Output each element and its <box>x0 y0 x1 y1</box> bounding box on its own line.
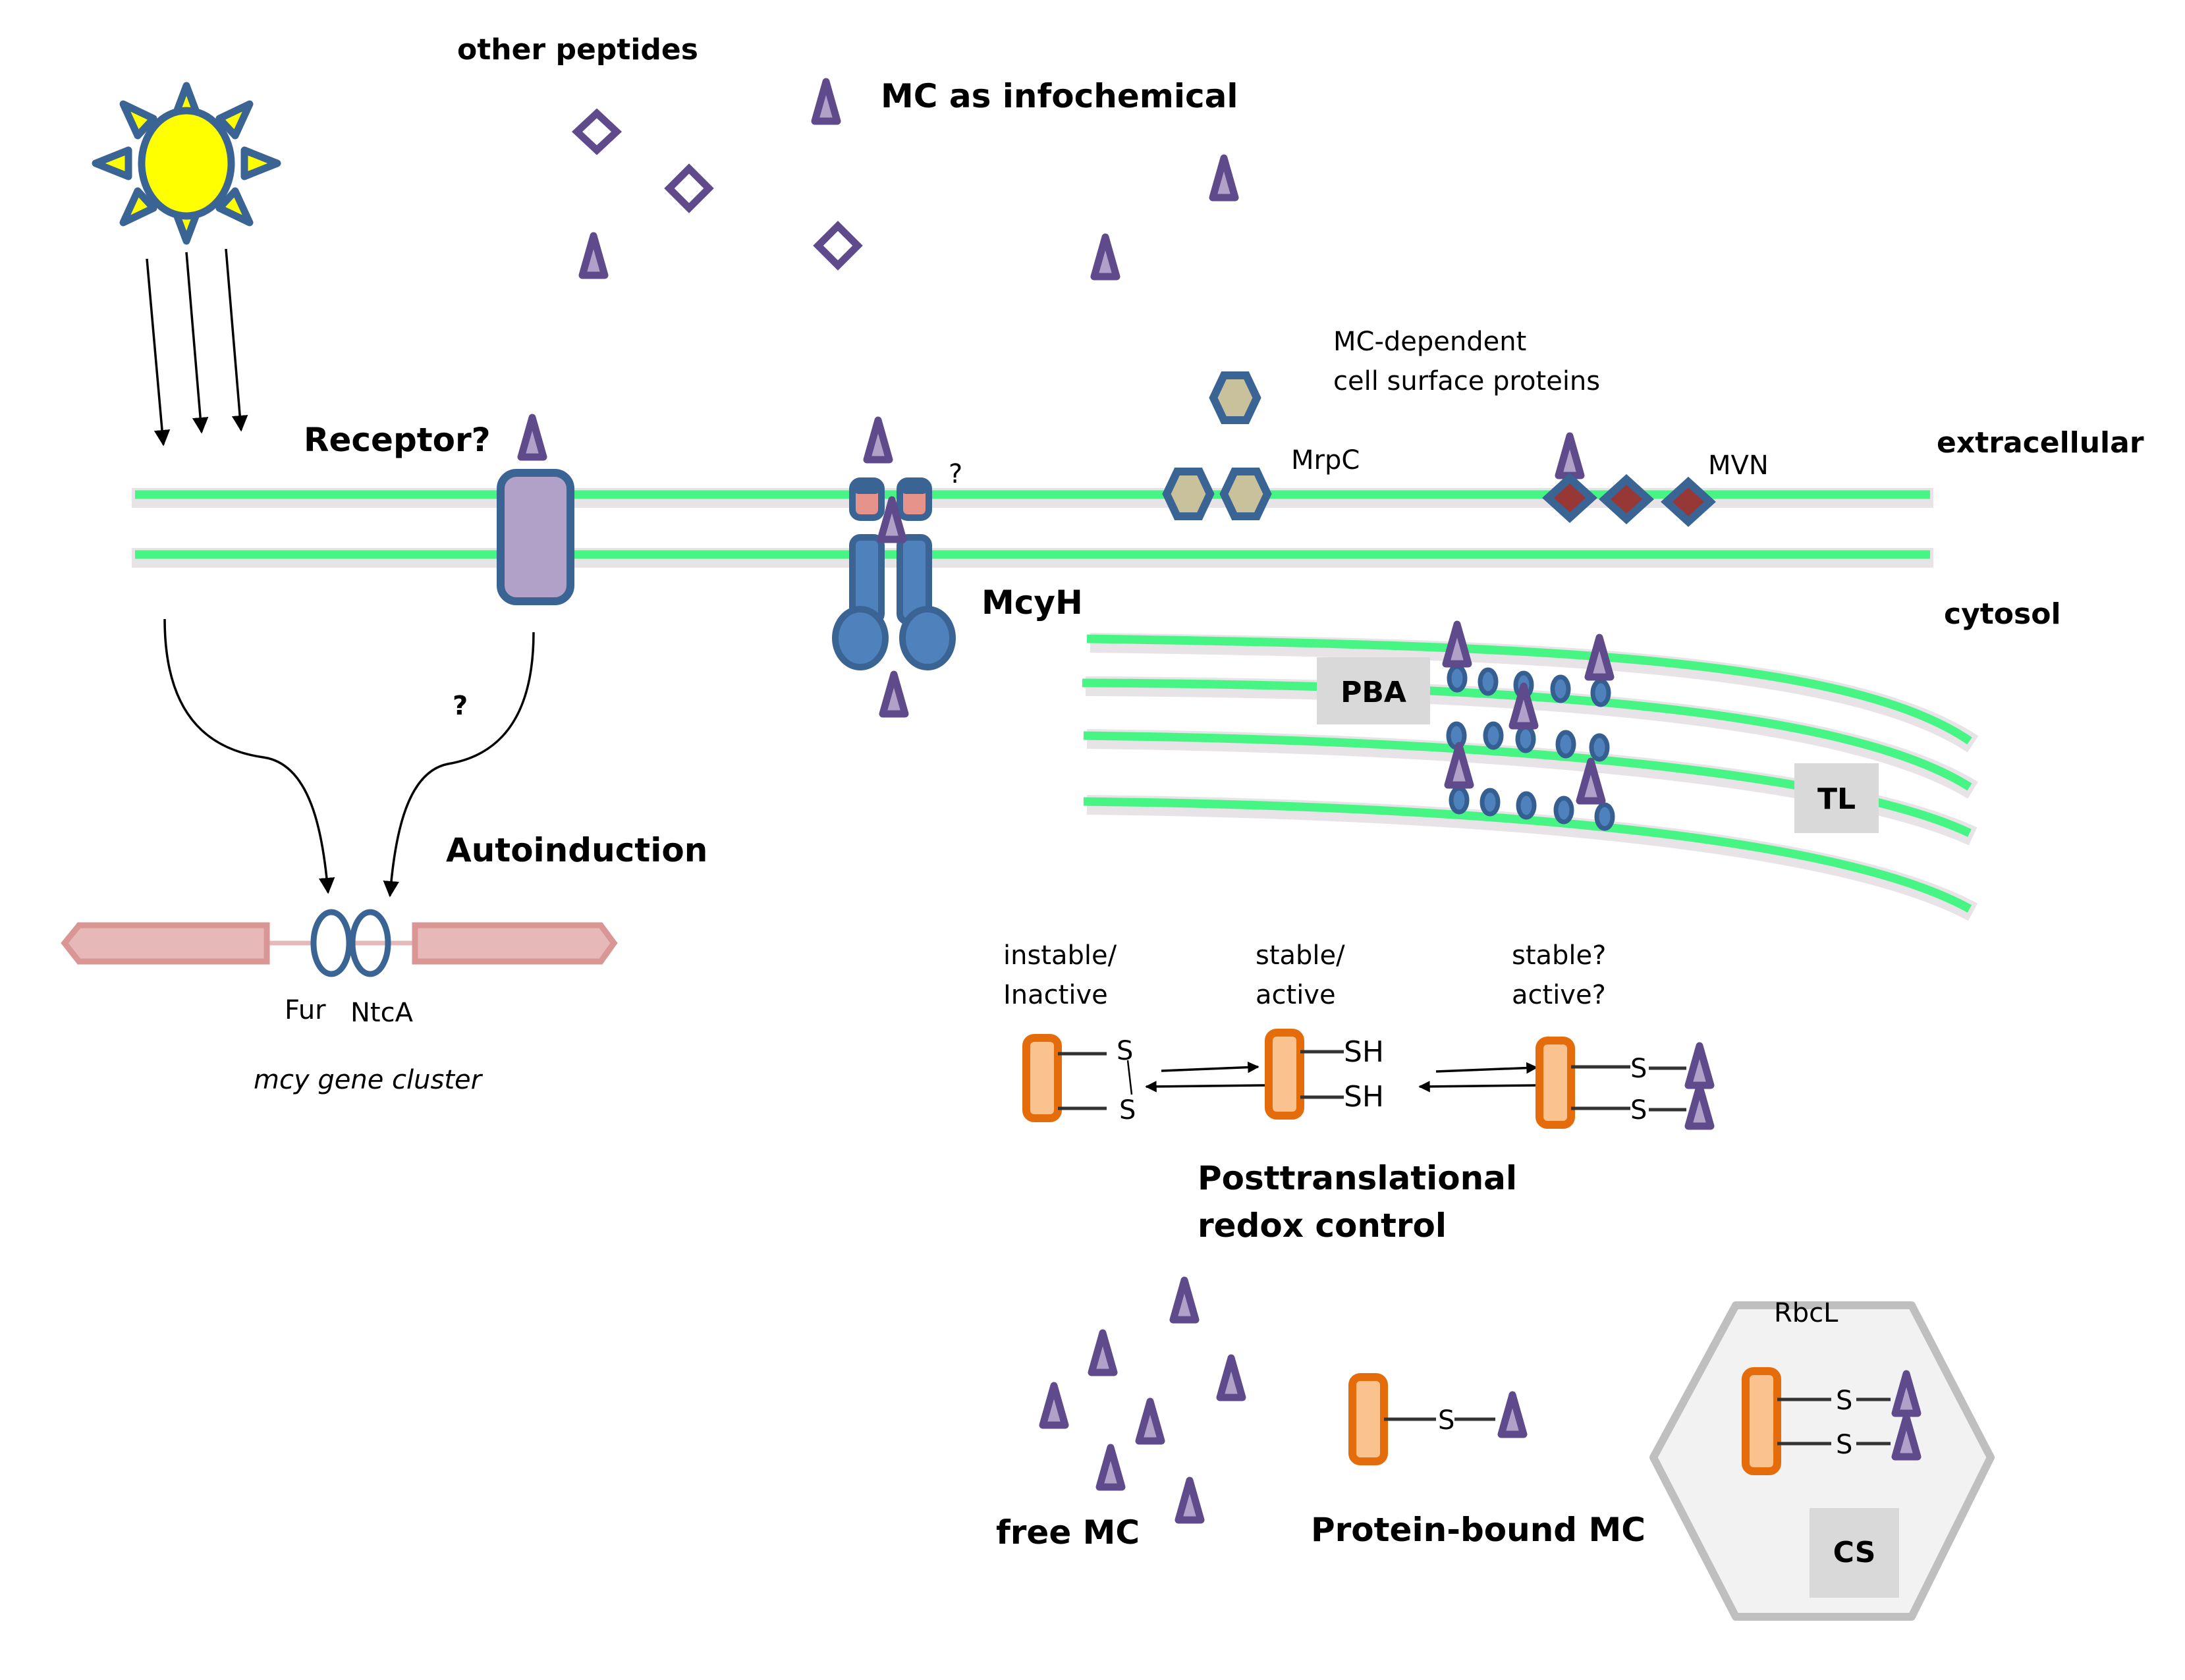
mc-triangle-icon <box>1043 1386 1065 1425</box>
peptide-diamond-icon <box>664 163 714 213</box>
state3-label-line2: active? <box>1512 980 1606 1010</box>
state1-inactive-protein: S S <box>1022 1034 1136 1125</box>
free-mc-label: free MC <box>996 1513 1140 1552</box>
ntca-binding-site <box>349 909 391 977</box>
receptor-protein <box>497 469 574 605</box>
thylakoid-membranes <box>1082 633 1979 921</box>
svg-text:S: S <box>1630 1054 1647 1084</box>
state1-label-line1: instable/ <box>1003 940 1117 971</box>
mc-triangle-icon <box>1446 624 1468 664</box>
mc-triangle-icon <box>1139 1401 1161 1441</box>
mc-triangle-icon <box>521 418 543 457</box>
mc-triangle-icon <box>867 420 889 460</box>
rbcl-label: RbcL <box>1774 1298 1839 1328</box>
light-arrows <box>146 248 248 447</box>
svg-text:S: S <box>1836 1386 1852 1416</box>
mc-triangle-icon <box>1178 1480 1201 1520</box>
mc-triangle-icon <box>1688 1087 1711 1126</box>
mc-triangle-icon <box>815 82 837 121</box>
other-peptides-label: other peptides <box>457 33 698 67</box>
sun-icon <box>92 82 281 245</box>
state1-label-line2: Inactive <box>1003 980 1108 1010</box>
mc-triangle-icon <box>1588 637 1611 677</box>
light-signal-curve <box>163 618 335 894</box>
fur-label: Fur <box>285 995 326 1025</box>
svg-text:S: S <box>1119 1095 1136 1125</box>
redox-arrow-forward-1 <box>1161 1061 1259 1073</box>
mcy-gene-cluster-label: mcy gene cluster <box>254 1065 484 1095</box>
mc-triangle-icon <box>1173 1280 1196 1320</box>
svg-text:SH: SH <box>1344 1080 1384 1114</box>
state2-label-line1: stable/ <box>1256 940 1345 971</box>
mc-triangle-icon <box>1213 158 1235 198</box>
cytosol-label: cytosol <box>1944 597 2061 631</box>
pba-label: PBA <box>1341 676 1406 709</box>
redox-control-title-line1: Posttranslational <box>1198 1159 1517 1197</box>
mc-triangle-icon <box>883 674 905 714</box>
svg-text:S: S <box>1438 1405 1454 1436</box>
mc-triangle-icon <box>582 236 605 275</box>
extracellular-label: extracellular <box>1937 426 2144 460</box>
cs-box <box>1810 1508 1899 1598</box>
cell-membrane <box>132 488 1933 568</box>
mc-dependent-label: MC-dependent <box>1333 327 1526 357</box>
receptor-label: Receptor? <box>304 421 491 459</box>
surface-protein-hexagon-icon <box>1209 371 1261 424</box>
mc-triangle-icon <box>1092 1333 1114 1372</box>
protein-bound-mc-label: Protein-bound MC <box>1311 1511 1646 1549</box>
svg-text:S: S <box>1836 1430 1852 1460</box>
ntca-label: NtcA <box>350 998 414 1028</box>
mc-infochemical-label: MC as infochemical <box>881 77 1238 115</box>
free-mc-cluster <box>1043 1280 1242 1520</box>
mc-triangle-icon <box>1220 1358 1242 1397</box>
redox-arrow-back-2 <box>1418 1081 1539 1093</box>
fur-binding-site <box>310 909 352 977</box>
svg-text:S: S <box>1630 1095 1647 1125</box>
state2-label-line2: active <box>1256 980 1336 1010</box>
cs-label: CS <box>1833 1536 1876 1569</box>
protein-bound-mc: S <box>1348 1373 1524 1465</box>
tl-label: TL <box>1817 782 1856 816</box>
svg-text:S: S <box>1117 1036 1133 1066</box>
mrpc-label: MrpC <box>1291 445 1360 475</box>
mcyh-label: McyH <box>982 583 1083 622</box>
mc-triangle-icon <box>1501 1395 1524 1434</box>
mcyh-transporter <box>832 420 956 714</box>
phycobilisomes <box>1446 624 1615 831</box>
redox-control-title-line2: redox control <box>1198 1206 1447 1245</box>
autoinduction-label: Autoinduction <box>446 831 707 869</box>
redox-arrow-back-1 <box>1145 1081 1265 1093</box>
mc-triangle-icon <box>1099 1448 1122 1487</box>
state3-label-line1: stable? <box>1512 940 1606 971</box>
mc-triangle-icon <box>1688 1046 1711 1085</box>
redox-arrow-forward-2 <box>1435 1062 1538 1074</box>
mc-triangle-icon <box>1559 436 1581 475</box>
mc-legend: MC as infochemical <box>815 77 1238 121</box>
mcy-gene-cluster <box>61 909 618 977</box>
peptide-diamond-icon <box>813 221 863 271</box>
mvn-label: MVN <box>1708 450 1769 481</box>
mc-triangle-icon <box>1094 237 1117 277</box>
peptide-diamond-icon <box>571 108 622 155</box>
carboxysome: RbcL S S CS <box>1649 1298 1995 1621</box>
mcyh-question-mark: ? <box>949 459 962 489</box>
state2-active-protein: SH SH <box>1265 1029 1384 1120</box>
receptor-path-question: ? <box>453 691 468 721</box>
cell-surface-proteins-label: cell surface proteins <box>1333 366 1600 396</box>
state3-mc-bound-protein: S S <box>1535 1037 1711 1126</box>
svg-text:SH: SH <box>1344 1035 1384 1069</box>
receptor-signal-curve <box>383 632 535 898</box>
other-peptide-icons <box>571 108 863 271</box>
tl-box <box>1794 763 1879 833</box>
pba-box <box>1317 657 1430 724</box>
mvn-protein <box>1542 436 1716 528</box>
mrpc-protein <box>1162 468 1272 520</box>
